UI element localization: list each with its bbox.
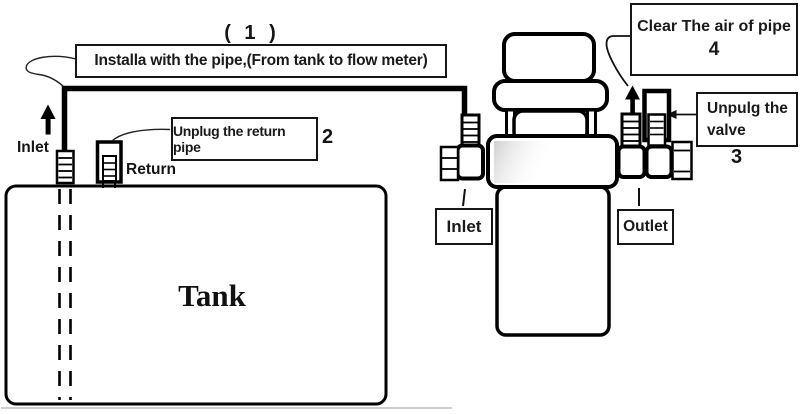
tank-inlet-fitting xyxy=(55,149,75,185)
flow-meter-upper-band xyxy=(492,79,609,112)
flow-meter xyxy=(486,32,619,337)
flow-meter-body-shading xyxy=(494,141,552,183)
step3-label-line2: valve xyxy=(707,122,746,139)
meter-outlet-label-box: Outlet xyxy=(617,209,674,245)
step4-number: 4 xyxy=(708,39,720,60)
suction-pipe-dashed xyxy=(58,189,72,400)
step2-callout-box: Unplug the return pipe xyxy=(171,117,318,161)
flow-meter-top-knob xyxy=(502,32,596,83)
meter-inlet-hex-nut xyxy=(439,145,460,182)
tank-return-label: Return xyxy=(126,161,176,178)
step1-number: ( 1 ) xyxy=(224,22,280,44)
step2-number: 2 xyxy=(322,126,334,148)
meter-inlet-label-box: Inlet xyxy=(435,208,493,245)
meter-outlet-fitting xyxy=(616,88,693,181)
meter-outlet-hex-nut xyxy=(671,140,693,181)
tank-inlet-label: Inlet xyxy=(17,139,49,156)
step3-number: 3 xyxy=(731,146,743,168)
tank-label: Tank xyxy=(178,278,246,313)
tank-outline xyxy=(4,184,388,406)
return-fitting xyxy=(95,140,123,188)
step4-label: Clear The air of pipe xyxy=(637,18,791,35)
step3-callout-box: Unpulg the valve xyxy=(696,92,798,147)
step4-callout-box: Clear The air of pipe 4 xyxy=(630,3,798,76)
leader-meter-inlet xyxy=(462,188,466,207)
leader-step1 xyxy=(25,55,77,87)
flow-meter-lower-body xyxy=(495,185,611,337)
up-arrow-icon xyxy=(40,104,56,135)
meter-inlet-fitting xyxy=(439,113,485,182)
leader-step4 xyxy=(605,35,630,87)
step1-callout-box: Installa with the pipe,(From tank to flo… xyxy=(75,44,447,78)
leader-step2 xyxy=(111,128,171,142)
supply-pipe xyxy=(61,85,468,152)
air-bleed-arrow-icon xyxy=(625,85,640,113)
leader-step3-arrow xyxy=(666,110,696,119)
step3-label-line1: Unpulg the xyxy=(707,100,788,117)
